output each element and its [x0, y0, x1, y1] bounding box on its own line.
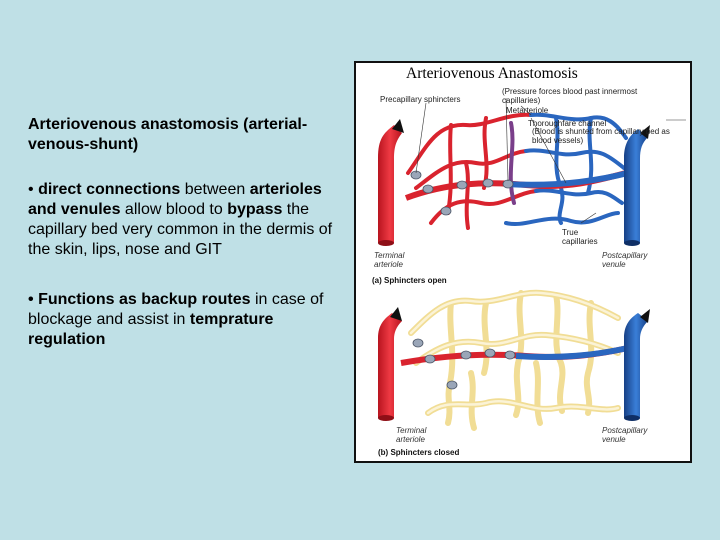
bullet-marker: • [28, 291, 34, 308]
flow-arrow-in-b [390, 307, 402, 321]
anastomosis-diagram: Arteriovenous Anastomosis [372, 65, 686, 457]
caption-sphincters-closed: (b) Sphincters closed [378, 448, 459, 457]
postcapillary-venule-a [624, 129, 648, 243]
label-true-2: capillaries [562, 237, 598, 246]
bullet1-bold-1: direct connections [38, 181, 181, 198]
postcapillary-venule-b [624, 313, 648, 418]
arteriole-opening-b [378, 415, 394, 421]
figure-title: Arteriovenous Anastomosis [406, 65, 578, 82]
label-terminal-arteriole-b-1: Terminal [396, 426, 427, 435]
label-true-1: True [562, 228, 579, 237]
true-capillaries-open [406, 112, 628, 230]
anastomosis-figure: Arteriovenous Anastomosis [354, 61, 692, 463]
flow-arrow-out-b [640, 309, 650, 323]
bullet1-text-3: the capillary bed very common in the der… [28, 201, 333, 258]
label-pressure-note-2: capillaries) [502, 96, 541, 105]
panel-a: Precapillary sphincters (Pressure forces… [372, 87, 686, 285]
label-postcapillary-venule-b-1: Postcapillary [602, 426, 648, 435]
label-thoroughfare-note-2: blood vessels) [532, 136, 583, 145]
precapillary-sphincters-b [412, 338, 516, 390]
label-terminal-arteriole-b-2: arteriole [396, 435, 425, 444]
bullet2-bold-2: temprature regulation [28, 311, 274, 348]
panel-b: Terminal arteriole Postcapillary venule … [378, 289, 650, 457]
label-terminal-arteriole-a-2: arteriole [374, 260, 403, 269]
bullet2-bold-1: Functions as backup routes [38, 291, 251, 308]
arteriole-opening-a [378, 240, 394, 246]
label-postcapillary-venule-b-2: venule [602, 435, 626, 444]
bullet1-bold-3: bypass [227, 201, 283, 218]
terminal-arteriole-a [378, 125, 402, 243]
label-thoroughfare-channel: Thoroughfare channel [528, 119, 607, 128]
label-postcapillary-venule-a-1: Postcapillary [602, 251, 648, 260]
thoroughfare-channel-b [515, 345, 629, 360]
bullet1-text-1: between [180, 181, 250, 198]
venule-opening-b [624, 415, 640, 421]
bullet1-text-2: allow blood to [120, 201, 228, 218]
label-postcapillary-venule-a-2: venule [602, 260, 626, 269]
bullet-direct-connections: • direct connections between arterioles … [28, 180, 348, 260]
thoroughfare-channel-a [505, 170, 629, 188]
capillary-highlights-closed [409, 291, 620, 415]
slide-heading: Arteriovenous anastomosis (arterial-veno… [28, 116, 308, 153]
label-precapillary-sphincters: Precapillary sphincters [380, 95, 460, 104]
flow-arrow-in-a [392, 119, 404, 133]
venule-opening-a [624, 240, 640, 246]
bullet-marker: • [28, 181, 34, 198]
flow-arrow-out-a [640, 125, 650, 139]
caption-sphincters-open: (a) Sphincters open [372, 276, 447, 285]
terminal-arteriole-b [378, 313, 402, 418]
bullet-functions: • Functions as backup routes in case of … [28, 290, 348, 350]
bullet2-text-1: in case of blockage and assist in [28, 291, 324, 328]
leader-lines-a [415, 97, 686, 224]
label-pressure-note-1: (Pressure forces blood past innermost [502, 87, 638, 96]
label-terminal-arteriole-a-1: Terminal [374, 251, 405, 260]
label-metarteriole: Metarteriole [506, 106, 549, 115]
precapillary-sphincters-a [410, 170, 514, 216]
bullet1-bold-2: arterioles and venules [28, 181, 322, 218]
label-thoroughfare-note-1: (Blood is shunted from capillary bed as [532, 127, 670, 136]
text-block: Arteriovenous anastomosis (arterial-veno… [28, 115, 348, 380]
